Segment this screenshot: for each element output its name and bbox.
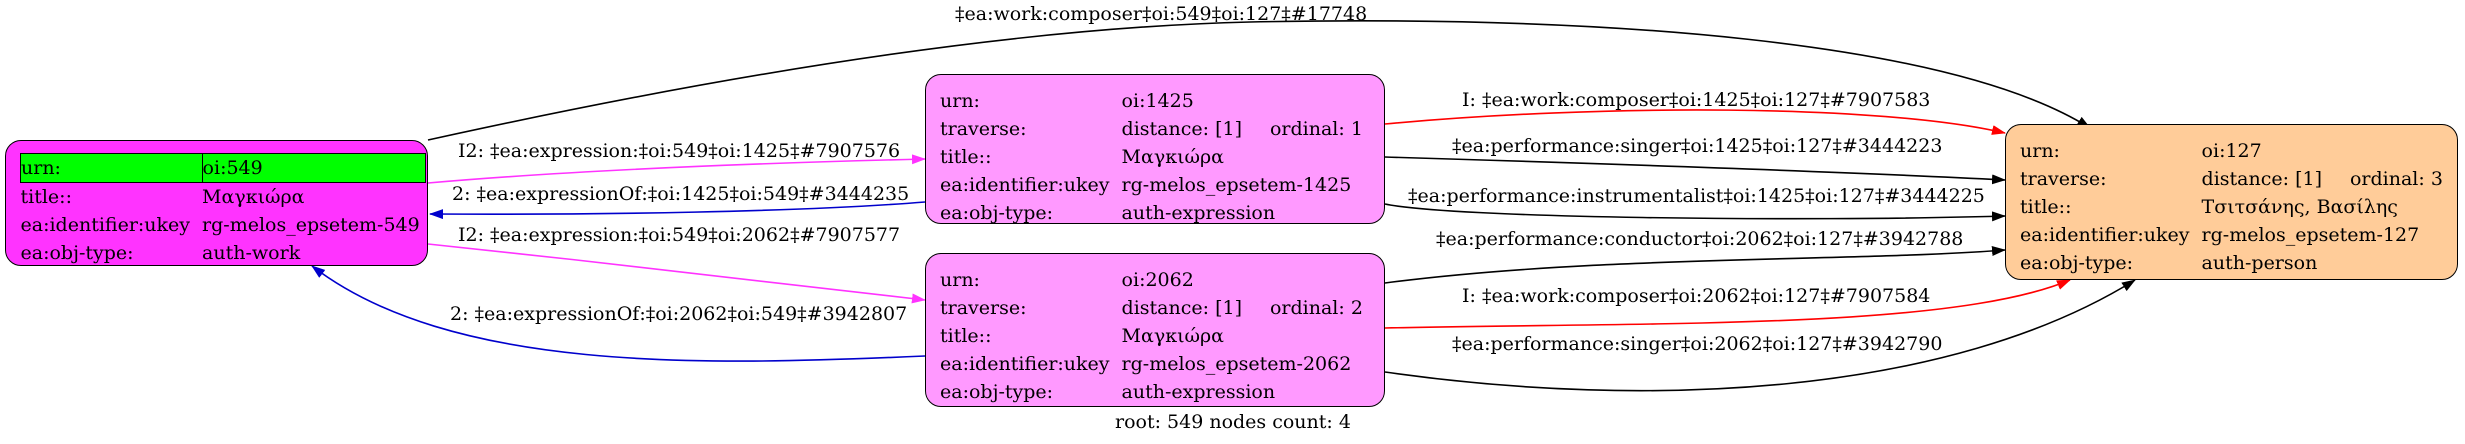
traverse-ordinal: ordinal: 1 [1269,118,1363,140]
node-expression-2062[interactable]: urn: oi:2062 traverse: distance: [1] ordi… [925,253,1385,407]
row-key: title:: [940,325,992,347]
row-key: ea:obj-type: [940,202,1054,224]
row-key: title:: [20,186,72,208]
row-key: ea:identifier:ukey [940,174,1110,196]
node-row: title:: Μαγκιώρα [21,183,426,212]
row-value: Μαγκιώρα [1121,146,1225,168]
row-key: title:: [940,146,992,168]
edge-composer-549-127 [427,20,2091,141]
node-person-127-table: urn: oi:127 traverse: distance: [1] ordin… [2020,137,2449,277]
row-key: traverse: [940,297,1027,319]
row-key: ea:identifier:ukey [2020,224,2190,246]
node-row: ea:identifier:ukey rg-melos_epsetem-127 [2020,221,2449,249]
row-value: oi:2062 [1121,269,1194,291]
row-key: traverse: [2020,168,2107,190]
row-value: Τσιτσάνης, Βασίλης [2201,196,2398,218]
node-expression-2062-table: urn: oi:2062 traverse: distance: [1] ordi… [940,266,1369,406]
edge-i2-549-1425 [427,154,926,184]
traverse-distance: distance: [1] [1121,297,1242,319]
node-row: urn: oi:127 [2020,137,2449,165]
row-value: rg-melos_epsetem-1425 [1121,174,1352,196]
row-key: urn: [20,153,203,183]
node-work-549-table: urn: oi:549 title:: Μαγκιώρα ea:identifi… [20,153,427,267]
edge-label-i2-549-2062: I2: ‡ea:expression:‡oi:549‡oi:2062‡#7907… [458,224,900,246]
row-value: auth-expression [1121,202,1276,224]
edge-instr-1425-127 [1384,203,2006,222]
node-row: ea:identifier:ukey rg-melos_epsetem-1425 [940,171,1369,199]
traverse-distance: distance: [1] [2201,168,2322,190]
edge-label-of-2062-549: 2: ‡ea:expressionOf:‡oi:2062‡oi:549‡#394… [450,303,907,325]
node-row: urn: oi:2062 [940,266,1369,294]
node-expression-1425-table: urn: oi:1425 traverse: distance: [1] ordi… [940,87,1369,227]
row-value: auth-expression [1121,381,1276,403]
edge-label-composer-2062-127: I: ‡ea:work:composer‡oi:2062‡oi:127‡#790… [1462,285,1930,307]
edge-label-composer-1425-127: I: ‡ea:work:composer‡oi:1425‡oi:127‡#790… [1462,89,1930,111]
row-value: distance: [1] ordinal: 1 [1122,115,1369,143]
row-key: urn: [940,269,980,291]
node-work-549[interactable]: urn: oi:549 title:: Μαγκιώρα ea:identifi… [5,140,428,266]
traverse-distance: distance: [1] [1121,118,1242,140]
row-key: traverse: [940,118,1027,140]
traverse-ordinal: ordinal: 2 [1269,297,1363,319]
row-key: urn: [940,90,980,112]
row-value: Μαγκιώρα [202,186,305,208]
node-row: title:: Τσιτσάνης, Βασίλης [2020,193,2449,221]
row-key: ea:obj-type: [20,242,134,264]
row-key: urn: [2020,140,2060,162]
node-row: ea:identifier:ukey rg-melos_epsetem-2062 [940,350,1369,378]
row-key: ea:obj-type: [940,381,1054,403]
node-row: traverse: distance: [1] ordinal: 3 [2020,165,2449,193]
node-row: urn: oi:549 [20,153,427,183]
row-key: ea:identifier:ukey [940,353,1110,375]
edge-label-conductor-2062-127: ‡ea:performance:conductor‡oi:2062‡oi:127… [1436,228,1963,250]
row-value: oi:1425 [1121,90,1194,112]
graph-footer: root: 549 nodes count: 4 [1115,411,1351,433]
node-row: ea:obj-type: auth-expression [940,378,1369,406]
node-row: traverse: distance: [1] ordinal: 1 [940,115,1369,143]
edge-singer-1425-127 [1384,156,2006,185]
edge-label-singer-2062-127: ‡ea:performance:singer‡oi:2062‡oi:127‡#3… [1452,333,1942,355]
row-value: distance: [1] ordinal: 3 [2202,165,2449,193]
row-value: auth-person [2201,252,2318,274]
row-key: title:: [2020,196,2072,218]
row-value: distance: [1] ordinal: 2 [1122,294,1369,322]
edge-label-of-1425-549: 2: ‡ea:expressionOf:‡oi:1425‡oi:549‡#344… [452,183,909,205]
row-value: rg-melos_epsetem-127 [2201,224,2420,246]
edge-of-1425-549 [429,201,926,220]
row-value: rg-melos_epsetem-2062 [1121,353,1352,375]
row-value: Μαγκιώρα [1121,325,1225,347]
edge-label-singer-1425-127: ‡ea:performance:singer‡oi:1425‡oi:127‡#3… [1452,135,1942,157]
node-row: ea:obj-type: auth-expression [940,199,1369,227]
row-value: rg-melos_epsetem-549 [202,214,420,236]
row-key: ea:obj-type: [2020,252,2134,274]
edge-conductor-2062-127 [1384,246,2006,284]
node-row: ea:identifier:ukey rg-melos_epsetem-549 [21,211,426,239]
node-expression-1425[interactable]: urn: oi:1425 traverse: distance: [1] ordi… [925,74,1385,224]
node-row: traverse: distance: [1] ordinal: 2 [940,294,1369,322]
edge-singer-2062-127 [1384,279,2136,392]
node-row: urn: oi:1425 [940,87,1369,115]
row-value: auth-work [202,242,301,264]
node-person-127[interactable]: urn: oi:127 traverse: distance: [1] ordin… [2005,124,2458,280]
row-key: ea:identifier:ukey [20,214,191,236]
row-value: oi:549 [201,153,427,183]
node-row: title:: Μαγκιώρα [940,322,1369,350]
edge-composer-1425-127 [1384,109,2006,135]
edge-label-instr-1425-127: ‡ea:performance:instrumentalist‡oi:1425‡… [1408,185,1985,207]
edge-label-composer-549-127: ‡ea:work:composer‡oi:549‡oi:127‡#17748 [955,3,1367,25]
edge-of-2062-549 [311,265,926,362]
node-row: ea:obj-type: auth-person [2020,249,2449,277]
edge-composer-2062-127 [1384,279,2071,329]
node-row: title:: Μαγκιώρα [940,143,1369,171]
node-row: ea:obj-type: auth-work [21,239,426,267]
edge-i2-549-2062 [427,243,926,304]
traverse-ordinal: ordinal: 3 [2349,168,2443,190]
row-value: oi:127 [2201,140,2262,162]
edge-label-i2-549-1425: I2: ‡ea:expression:‡oi:549‡oi:1425‡#7907… [458,140,900,162]
